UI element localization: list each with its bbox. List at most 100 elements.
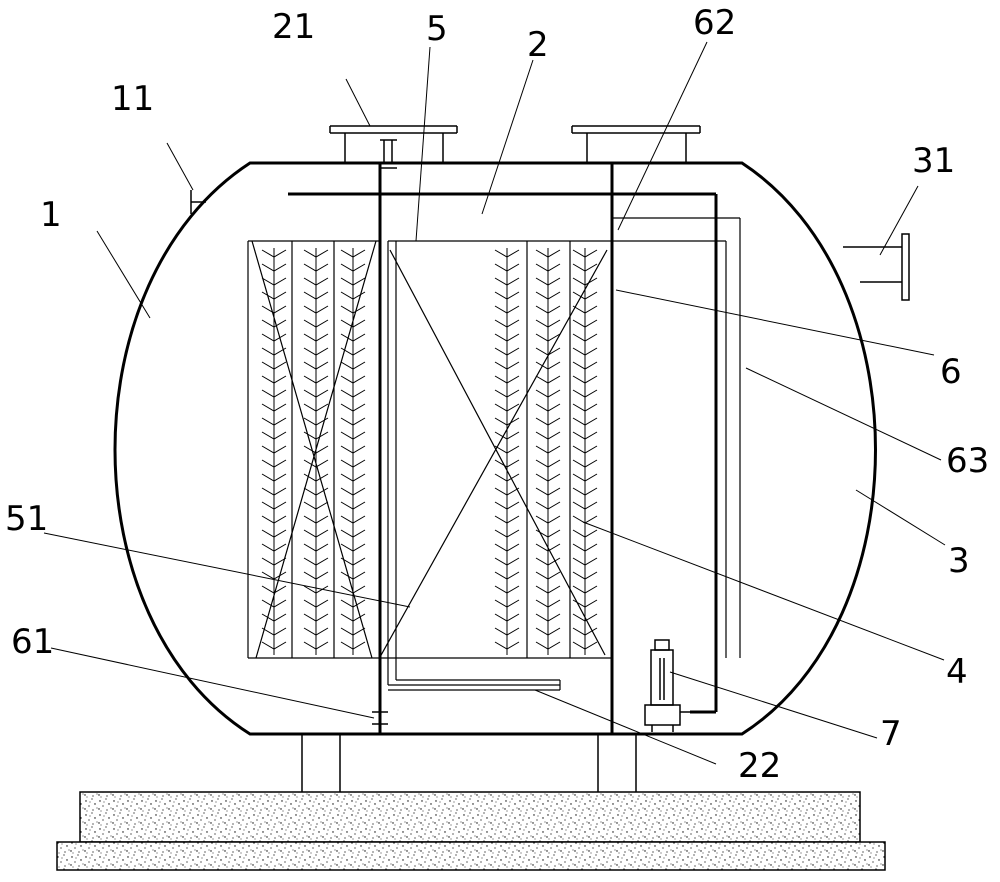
fiber-chevron xyxy=(572,347,598,356)
fiber-chevron xyxy=(303,263,329,272)
fiber-chevron xyxy=(494,417,520,426)
fiber-chevron xyxy=(261,417,287,426)
fiber-chevron xyxy=(494,529,520,538)
fiber-chevron xyxy=(494,263,520,272)
fiber-chevron xyxy=(494,389,520,398)
fiber-chevron xyxy=(572,291,598,300)
fiber-chevron xyxy=(572,375,598,384)
fiber-chevron xyxy=(535,571,561,580)
fiber-chevron xyxy=(340,501,366,510)
fiber-chevron xyxy=(572,529,598,538)
fiber-chevron xyxy=(261,375,287,384)
fiber-chevron xyxy=(303,487,329,496)
fiber-chevron xyxy=(572,445,598,454)
top-nozzles xyxy=(329,125,701,163)
fiber-chevron xyxy=(340,529,366,538)
fiber-chevron xyxy=(303,599,329,608)
fiber-chevron xyxy=(572,627,598,636)
fiber-chevron xyxy=(261,389,287,398)
fiber-chevron xyxy=(261,319,287,328)
fiber-chevron xyxy=(340,599,366,608)
fiber-chevron xyxy=(494,403,520,412)
fiber-chevron xyxy=(572,543,598,552)
fiber-chevron xyxy=(494,319,520,328)
fiber-chevron xyxy=(535,613,561,622)
fiber-chevron xyxy=(340,249,366,258)
fiber-chevron xyxy=(494,347,520,356)
biofilm-fibers xyxy=(261,248,598,655)
fiber-chevron xyxy=(494,571,520,580)
fiber-chevron xyxy=(494,501,520,510)
fiber-chevron xyxy=(303,515,329,524)
vent-nozzle xyxy=(190,190,206,214)
fiber-chevron xyxy=(494,557,520,566)
top-pipe xyxy=(288,192,718,714)
fiber-chevron xyxy=(535,389,561,398)
fiber-chevron xyxy=(494,375,520,384)
fiber-chevron xyxy=(572,613,598,622)
fiber-chevron xyxy=(303,557,329,566)
outlet-pipe xyxy=(843,233,910,301)
fiber-chevron xyxy=(494,249,520,258)
fiber-chevron xyxy=(572,361,598,370)
fiber-chevron xyxy=(535,263,561,272)
pump xyxy=(644,639,690,732)
fiber-chevron xyxy=(340,431,366,440)
fiber-chevron xyxy=(261,347,287,356)
fiber-chevron xyxy=(494,641,520,650)
concrete-base-lower xyxy=(56,841,886,871)
fiber-chevron xyxy=(535,431,561,440)
fiber-chevron xyxy=(572,585,598,594)
fiber-chevron xyxy=(340,641,366,650)
partition-wall xyxy=(610,163,741,734)
fiber-chevron xyxy=(494,585,520,594)
fiber-chevron xyxy=(572,319,598,328)
fiber-chevron xyxy=(261,431,287,440)
fiber-chevron xyxy=(535,473,561,482)
fiber-chevron xyxy=(340,473,366,482)
label-4: 4 xyxy=(946,652,968,692)
fiber-chevron xyxy=(340,305,366,314)
fiber-chevron xyxy=(535,627,561,636)
fiber-chevron xyxy=(572,389,598,398)
fiber-chevron xyxy=(340,557,366,566)
fiber-chevron xyxy=(572,599,598,608)
fiber-chevron xyxy=(261,263,287,272)
fiber-chevron xyxy=(535,319,561,328)
fiber-chevron xyxy=(261,291,287,300)
fiber-chevron xyxy=(572,249,598,258)
fiber-chevron xyxy=(303,585,329,594)
fiber-chevron xyxy=(340,389,366,398)
fiber-chevron xyxy=(261,543,287,552)
fiber-chevron xyxy=(535,641,561,650)
fiber-chevron xyxy=(261,403,287,412)
label-6: 6 xyxy=(940,352,962,392)
fiber-chevron xyxy=(535,459,561,468)
fiber-chevron xyxy=(572,473,598,482)
fiber-chevron xyxy=(535,529,561,538)
fiber-chevron xyxy=(261,445,287,454)
fiber-chevron xyxy=(340,543,366,552)
fiber-chevron xyxy=(303,319,329,328)
fiber-chevron xyxy=(261,501,287,510)
fiber-chevron xyxy=(303,333,329,342)
fiber-chevron xyxy=(572,417,598,426)
fiber-chevron xyxy=(494,473,520,482)
fiber-chevron xyxy=(572,571,598,580)
fiber-chevron xyxy=(261,557,287,566)
fiber-chevron xyxy=(261,641,287,650)
fiber-chevron xyxy=(340,361,366,370)
fiber-chevron xyxy=(261,473,287,482)
fiber-chevron xyxy=(340,487,366,496)
fiber-chevron xyxy=(572,431,598,440)
fiber-chevron xyxy=(494,459,520,468)
media-module-left xyxy=(247,240,380,659)
fiber-chevron xyxy=(340,375,366,384)
fiber-chevron xyxy=(303,627,329,636)
fiber-chevron xyxy=(261,599,287,608)
settling-chamber xyxy=(379,240,612,685)
fiber-chevron xyxy=(261,333,287,342)
fiber-chevron xyxy=(340,515,366,524)
label-62: 62 xyxy=(693,3,736,43)
fiber-chevron xyxy=(535,599,561,608)
